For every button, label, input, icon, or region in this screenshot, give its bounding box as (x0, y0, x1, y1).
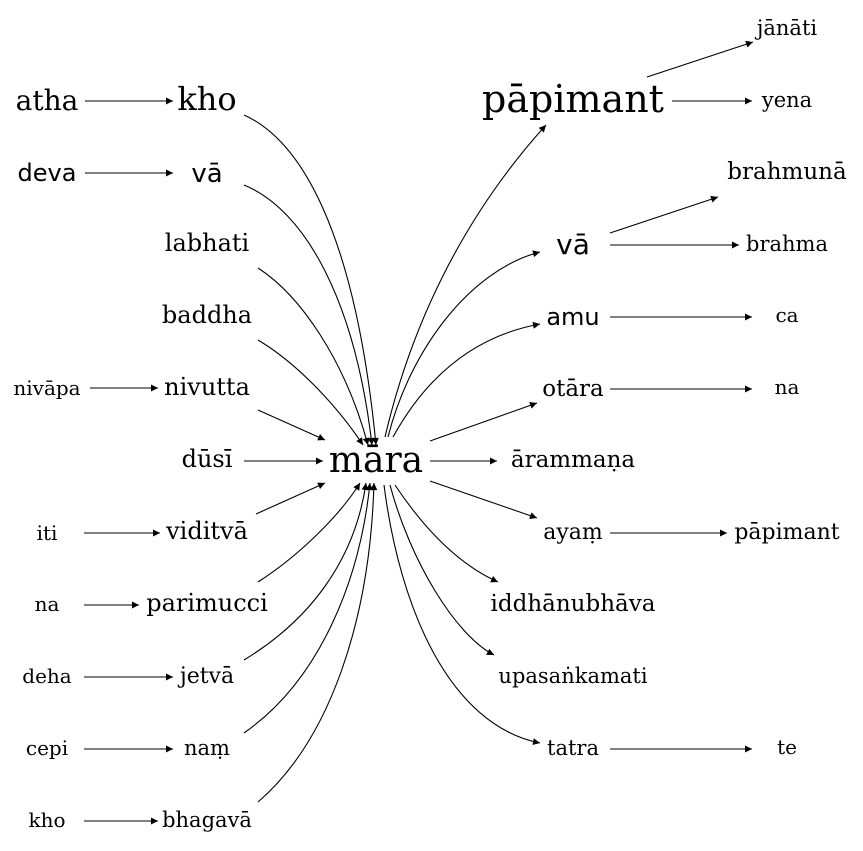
node-va-left: vā (191, 159, 222, 189)
edge-nivutta-mara (257, 409, 326, 441)
left-nodes: kho vā labhati baddha nivutta dūsī vidit… (146, 80, 268, 832)
node-te: te (777, 735, 797, 759)
edges-center-to-right (383, 124, 547, 746)
edge-bhagava-mara (257, 482, 378, 803)
node-cepi: cepi (26, 736, 68, 760)
far-left-nodes: atha deva nivāpa iti na deha cepi kho (13, 84, 80, 832)
node-arammana: ārammaṇa (511, 447, 636, 473)
node-bhagava: bhagavā (162, 808, 252, 832)
node-tatra: tatra (547, 736, 599, 760)
node-na-left: na (35, 592, 60, 616)
edge-papimant-janati (646, 40, 754, 78)
node-nam: naṃ (184, 736, 230, 760)
edges-left-to-center (243, 114, 379, 803)
node-kho-lower: kho (28, 808, 65, 832)
node-nivutta: nivutta (164, 373, 250, 401)
edge-viditva-mara (255, 482, 326, 515)
edge-va-mara (243, 184, 375, 446)
right-nodes: pāpimant vā amu otāra ārammaṇa ayaṃ iddh… (482, 77, 664, 760)
node-brahma: brahma (746, 232, 828, 256)
node-ca: ca (775, 303, 798, 327)
edge-baddha-mara (257, 339, 364, 446)
far-right-nodes: jānāti yena brahmunā brahma ca na pāpima… (727, 16, 847, 759)
node-dusi: dūsī (182, 445, 233, 473)
edge-parimucci-mara (257, 482, 361, 583)
node-iti: iti (37, 521, 58, 545)
node-atha: atha (16, 84, 79, 117)
edge-mara-papimant (384, 124, 547, 438)
edge-mara-va (387, 250, 541, 438)
node-baddha: baddha (162, 301, 252, 329)
edge-jetva-mara (243, 482, 369, 661)
edge-kho-mara (243, 114, 379, 446)
node-viditva: viditvā (165, 517, 248, 545)
node-otara: otāra (542, 376, 604, 402)
node-labhati: labhati (165, 229, 250, 257)
edge-labhati-mara (257, 267, 370, 446)
node-nivapa: nivāpa (13, 376, 80, 400)
edge-nam-mara (243, 482, 373, 734)
node-deva: deva (18, 159, 77, 187)
node-mara: māra (329, 440, 423, 481)
node-parimucci: parimucci (146, 589, 268, 617)
node-janati: jānāti (754, 16, 818, 40)
node-ayam: ayaṃ (543, 520, 603, 545)
edges-far-left (84, 97, 173, 825)
edge-mara-amu (392, 321, 541, 438)
edge-mara-otara (429, 402, 538, 442)
node-na-right: na (775, 375, 800, 399)
node-brahmuna: brahmunā (727, 159, 847, 185)
node-kho-upper: kho (177, 80, 236, 118)
edge-mara-tatra (383, 484, 541, 746)
node-yena: yena (761, 88, 812, 112)
node-amu: amu (546, 303, 599, 331)
node-jetva: jetvā (177, 664, 234, 689)
edge-mara-upasankamati (389, 484, 495, 656)
edges-far-right (609, 40, 754, 753)
node-deha: deha (22, 664, 72, 688)
edge-mara-iddhanubhava (394, 484, 499, 583)
edge-mara-ayam (429, 480, 538, 520)
node-iddhanubhava: iddhānubhāva (491, 591, 656, 617)
edge-va-brahmuna (609, 195, 719, 234)
node-papimant-main: pāpimant (482, 77, 664, 121)
node-va-right: vā (556, 228, 590, 261)
node-upasankamati: upasaṅkamati (498, 664, 647, 688)
node-papimant-small: pāpimant (734, 520, 839, 545)
